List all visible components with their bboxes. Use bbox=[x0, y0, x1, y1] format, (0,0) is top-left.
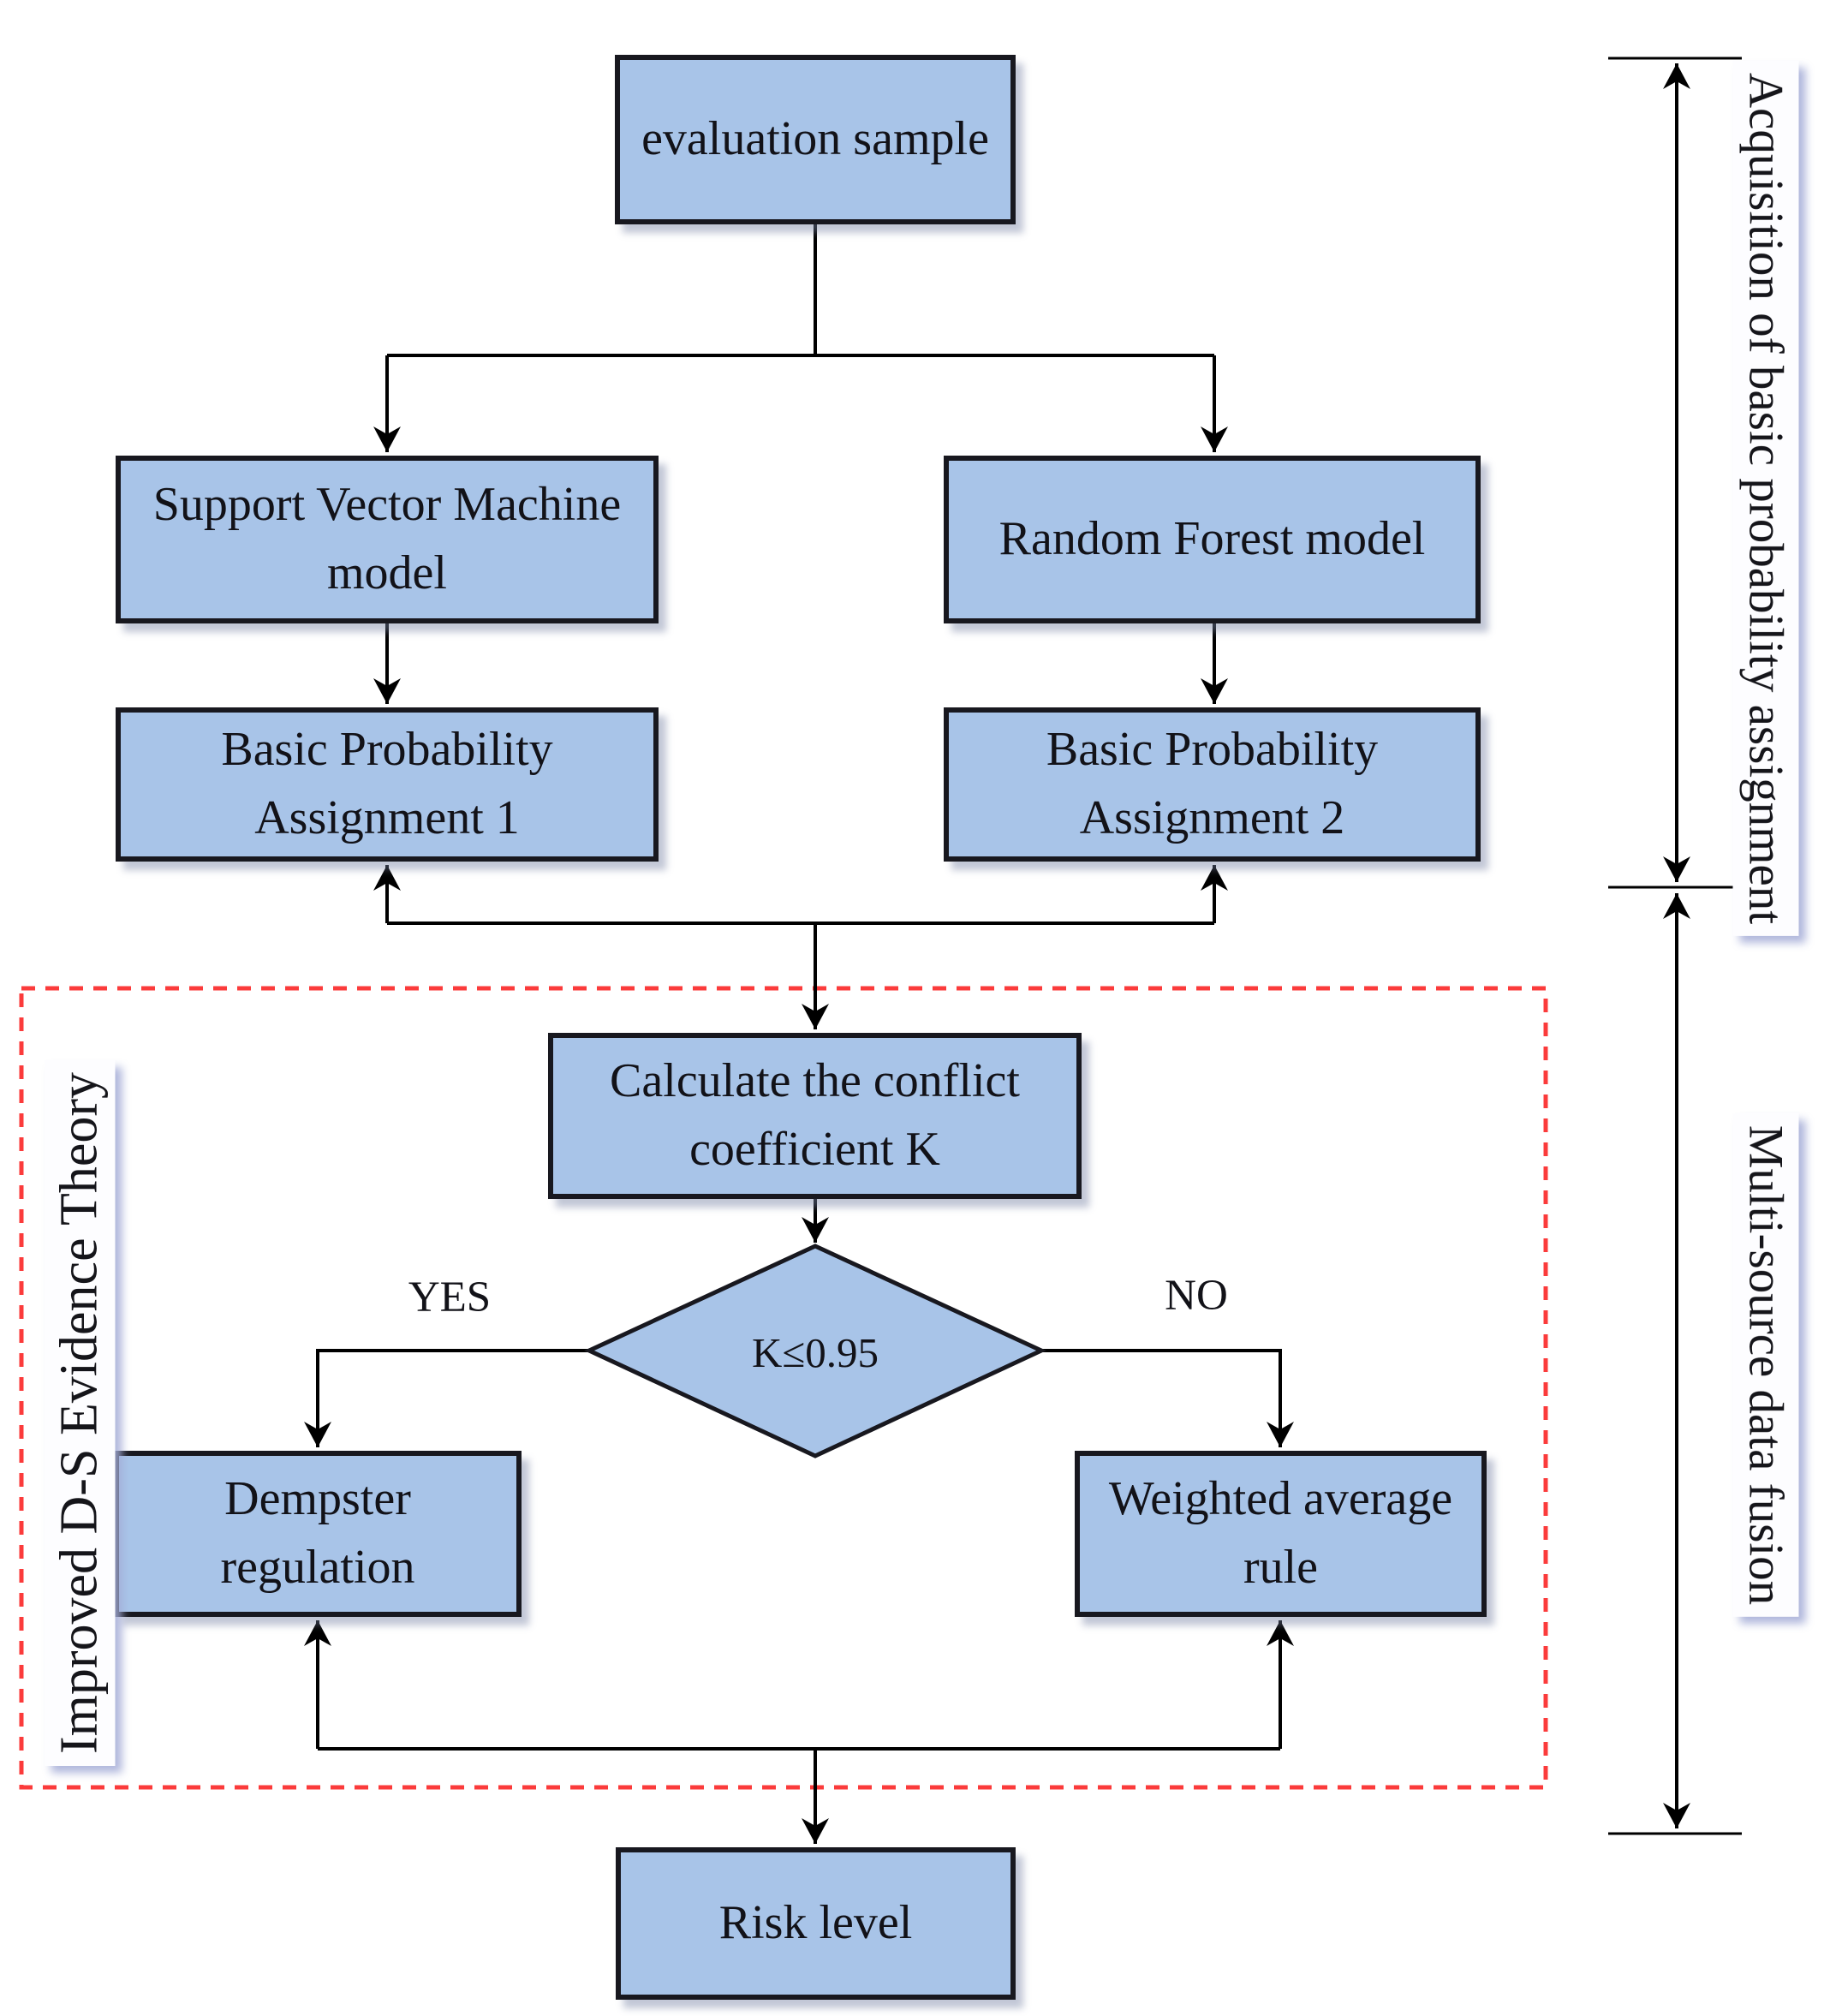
node-evaluation-sample: evaluation sample bbox=[615, 55, 1016, 224]
branch-label-no: NO bbox=[1165, 1272, 1228, 1320]
decision-condition-text: K≤0.95 bbox=[751, 1329, 879, 1376]
section-label-multi-source-fusion: Multi-source data fusion bbox=[1732, 1112, 1799, 1618]
node-conflict-coefficient: Calculate the conflict coefficient K bbox=[548, 1033, 1082, 1199]
improved-ds-region-outline bbox=[19, 986, 1548, 1790]
node-bpa-2: Basic Probability Assignment 2 bbox=[944, 707, 1481, 862]
node-dempster-regulation: Dempster regulation bbox=[114, 1451, 522, 1617]
node-risk-level: Risk level bbox=[616, 1847, 1016, 2000]
edge-no-branch bbox=[1041, 1349, 1294, 1447]
section-label-improved-ds: Improved D-S Evidence Theory bbox=[44, 1059, 116, 1767]
edge-yes-branch bbox=[304, 1349, 589, 1447]
node-svm-model: Support Vector Machine model bbox=[116, 456, 659, 623]
decision-diamond-shape bbox=[584, 1244, 1046, 1458]
node-random-forest-model: Random Forest model bbox=[944, 456, 1481, 623]
node-bpa-1: Basic Probability Assignment 1 bbox=[116, 707, 659, 862]
node-weighted-average-rule: Weighted average rule bbox=[1075, 1451, 1487, 1617]
branch-label-yes: YES bbox=[408, 1273, 492, 1321]
section-label-acquisition: Acquisition of basic probability assignm… bbox=[1732, 60, 1799, 937]
